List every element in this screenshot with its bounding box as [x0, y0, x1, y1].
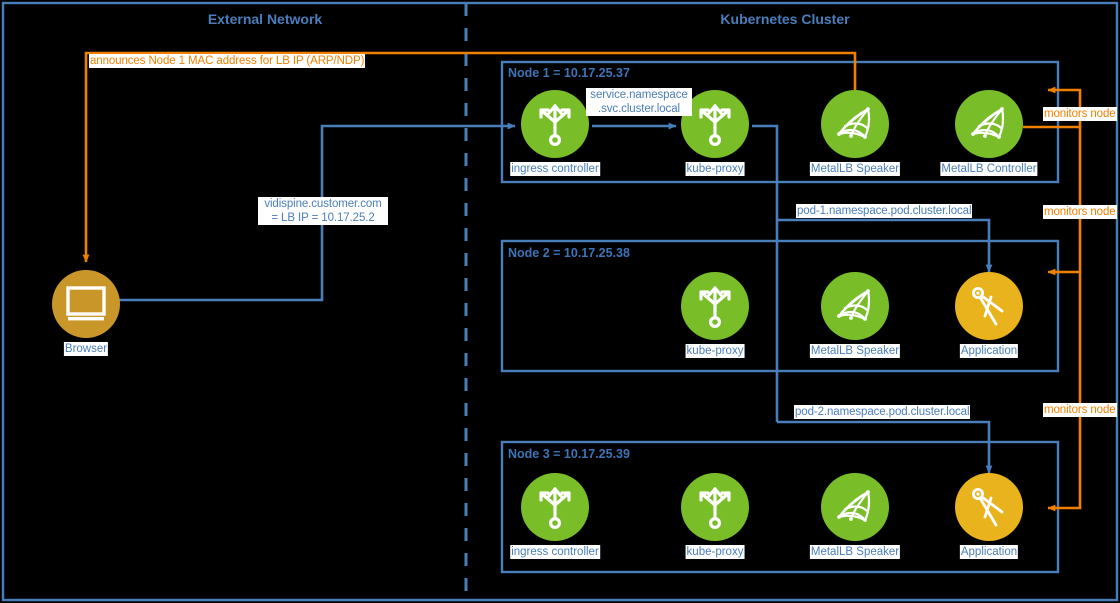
node2-box: [500, 239, 1060, 373]
pod-n1-metallb-controller[interactable]: MetalLB Controller: [940, 90, 1038, 176]
edge-label-lb-ip-line1: vidispine.customer.com: [258, 197, 388, 211]
pod-label: MetalLB Speaker: [809, 545, 901, 559]
pod-n3-kube-proxy[interactable]: kube-proxy: [681, 473, 749, 559]
routing-trident-icon: [699, 487, 731, 529]
browser-node[interactable]: Browser: [52, 270, 120, 356]
pod-label: Application: [959, 545, 1019, 559]
browser-disc: [52, 270, 120, 338]
pod-n1-metallb-speaker[interactable]: MetalLB Speaker: [809, 90, 901, 176]
routing-trident-icon: [699, 104, 731, 146]
node1-box: [500, 60, 1060, 184]
pod-label: MetalLB Speaker: [809, 162, 901, 176]
routing-trident-icon: [539, 487, 571, 529]
pod-label: Application: [959, 344, 1019, 358]
routing-trident-icon: [539, 104, 571, 146]
pod-n2-metallb-speaker[interactable]: MetalLB Speaker: [809, 272, 901, 358]
metallb-mesh-icon: [837, 289, 871, 321]
routing-trident-icon: [699, 286, 731, 328]
compass-app-icon: [971, 487, 1004, 527]
edge-label-pod2-dns: pod-2.namespace.pod.cluster.local: [794, 405, 971, 419]
browser-label: Browser: [63, 342, 109, 356]
pod-label: kube-proxy: [685, 344, 745, 358]
edge-label-monitors-node-3: monitors node: [1043, 403, 1117, 417]
metallb-mesh-icon: [837, 107, 871, 139]
edge-label-service-dns-line2: .svc.cluster.local: [586, 102, 692, 116]
node1-title: Node 1 = 10.17.25.37: [508, 66, 630, 80]
compass-app-icon: [971, 286, 1004, 326]
pod-n3-metallb-speaker[interactable]: MetalLB Speaker: [809, 473, 901, 559]
flow-pod1-to-node2-app: [777, 218, 993, 273]
pod-label: ingress controller: [510, 162, 600, 176]
pod-n1-kube-proxy[interactable]: kube-proxy: [681, 90, 749, 176]
flow-speaker-arp-announce: [82, 51, 857, 263]
pod-label: ingress controller: [510, 545, 600, 559]
pod-n3-application[interactable]: Application: [955, 473, 1023, 559]
zone-title-external-network: External Network: [207, 11, 323, 27]
edge-label-monitors-node-1: monitors node: [1043, 107, 1117, 121]
zone-title-kubernetes-cluster: Kubernetes Cluster: [720, 11, 850, 27]
pod-label: kube-proxy: [685, 162, 745, 176]
pod-n3-ingress-controller[interactable]: ingress controller: [510, 473, 600, 559]
pod-n1-ingress-controller[interactable]: ingress controller: [510, 90, 600, 176]
pod-label: MetalLB Controller: [940, 162, 1038, 176]
edge-label-arp-announce: announces Node 1 MAC address for LB IP (…: [89, 54, 366, 68]
browser-monitor-icon: [66, 286, 106, 321]
node2-title: Node 2 = 10.17.25.38: [508, 246, 630, 260]
edge-label-lb-ip-line2: = LB IP = 10.17.25.2: [258, 211, 388, 225]
flow-kubeproxy-trunk: [752, 124, 779, 422]
metallb-mesh-icon: [971, 107, 1005, 139]
pod-n2-application[interactable]: Application: [955, 272, 1023, 358]
flow-controller-monitor-trunk: [1023, 125, 1082, 512]
edge-label-monitors-node-2: monitors node: [1043, 205, 1117, 219]
pod-n2-kube-proxy[interactable]: kube-proxy: [681, 272, 749, 358]
metallb-mesh-icon: [837, 490, 871, 522]
pod-label: kube-proxy: [685, 545, 745, 559]
edge-label-pod1-dns: pod-1.namespace.pod.cluster.local: [796, 204, 973, 218]
node3-title: Node 3 = 10.17.25.39: [508, 447, 630, 461]
edge-label-service-dns-line1: service.namespace: [586, 88, 692, 102]
pod-label: MetalLB Speaker: [809, 344, 901, 358]
flow-pod2-to-node3-app: [777, 420, 993, 474]
